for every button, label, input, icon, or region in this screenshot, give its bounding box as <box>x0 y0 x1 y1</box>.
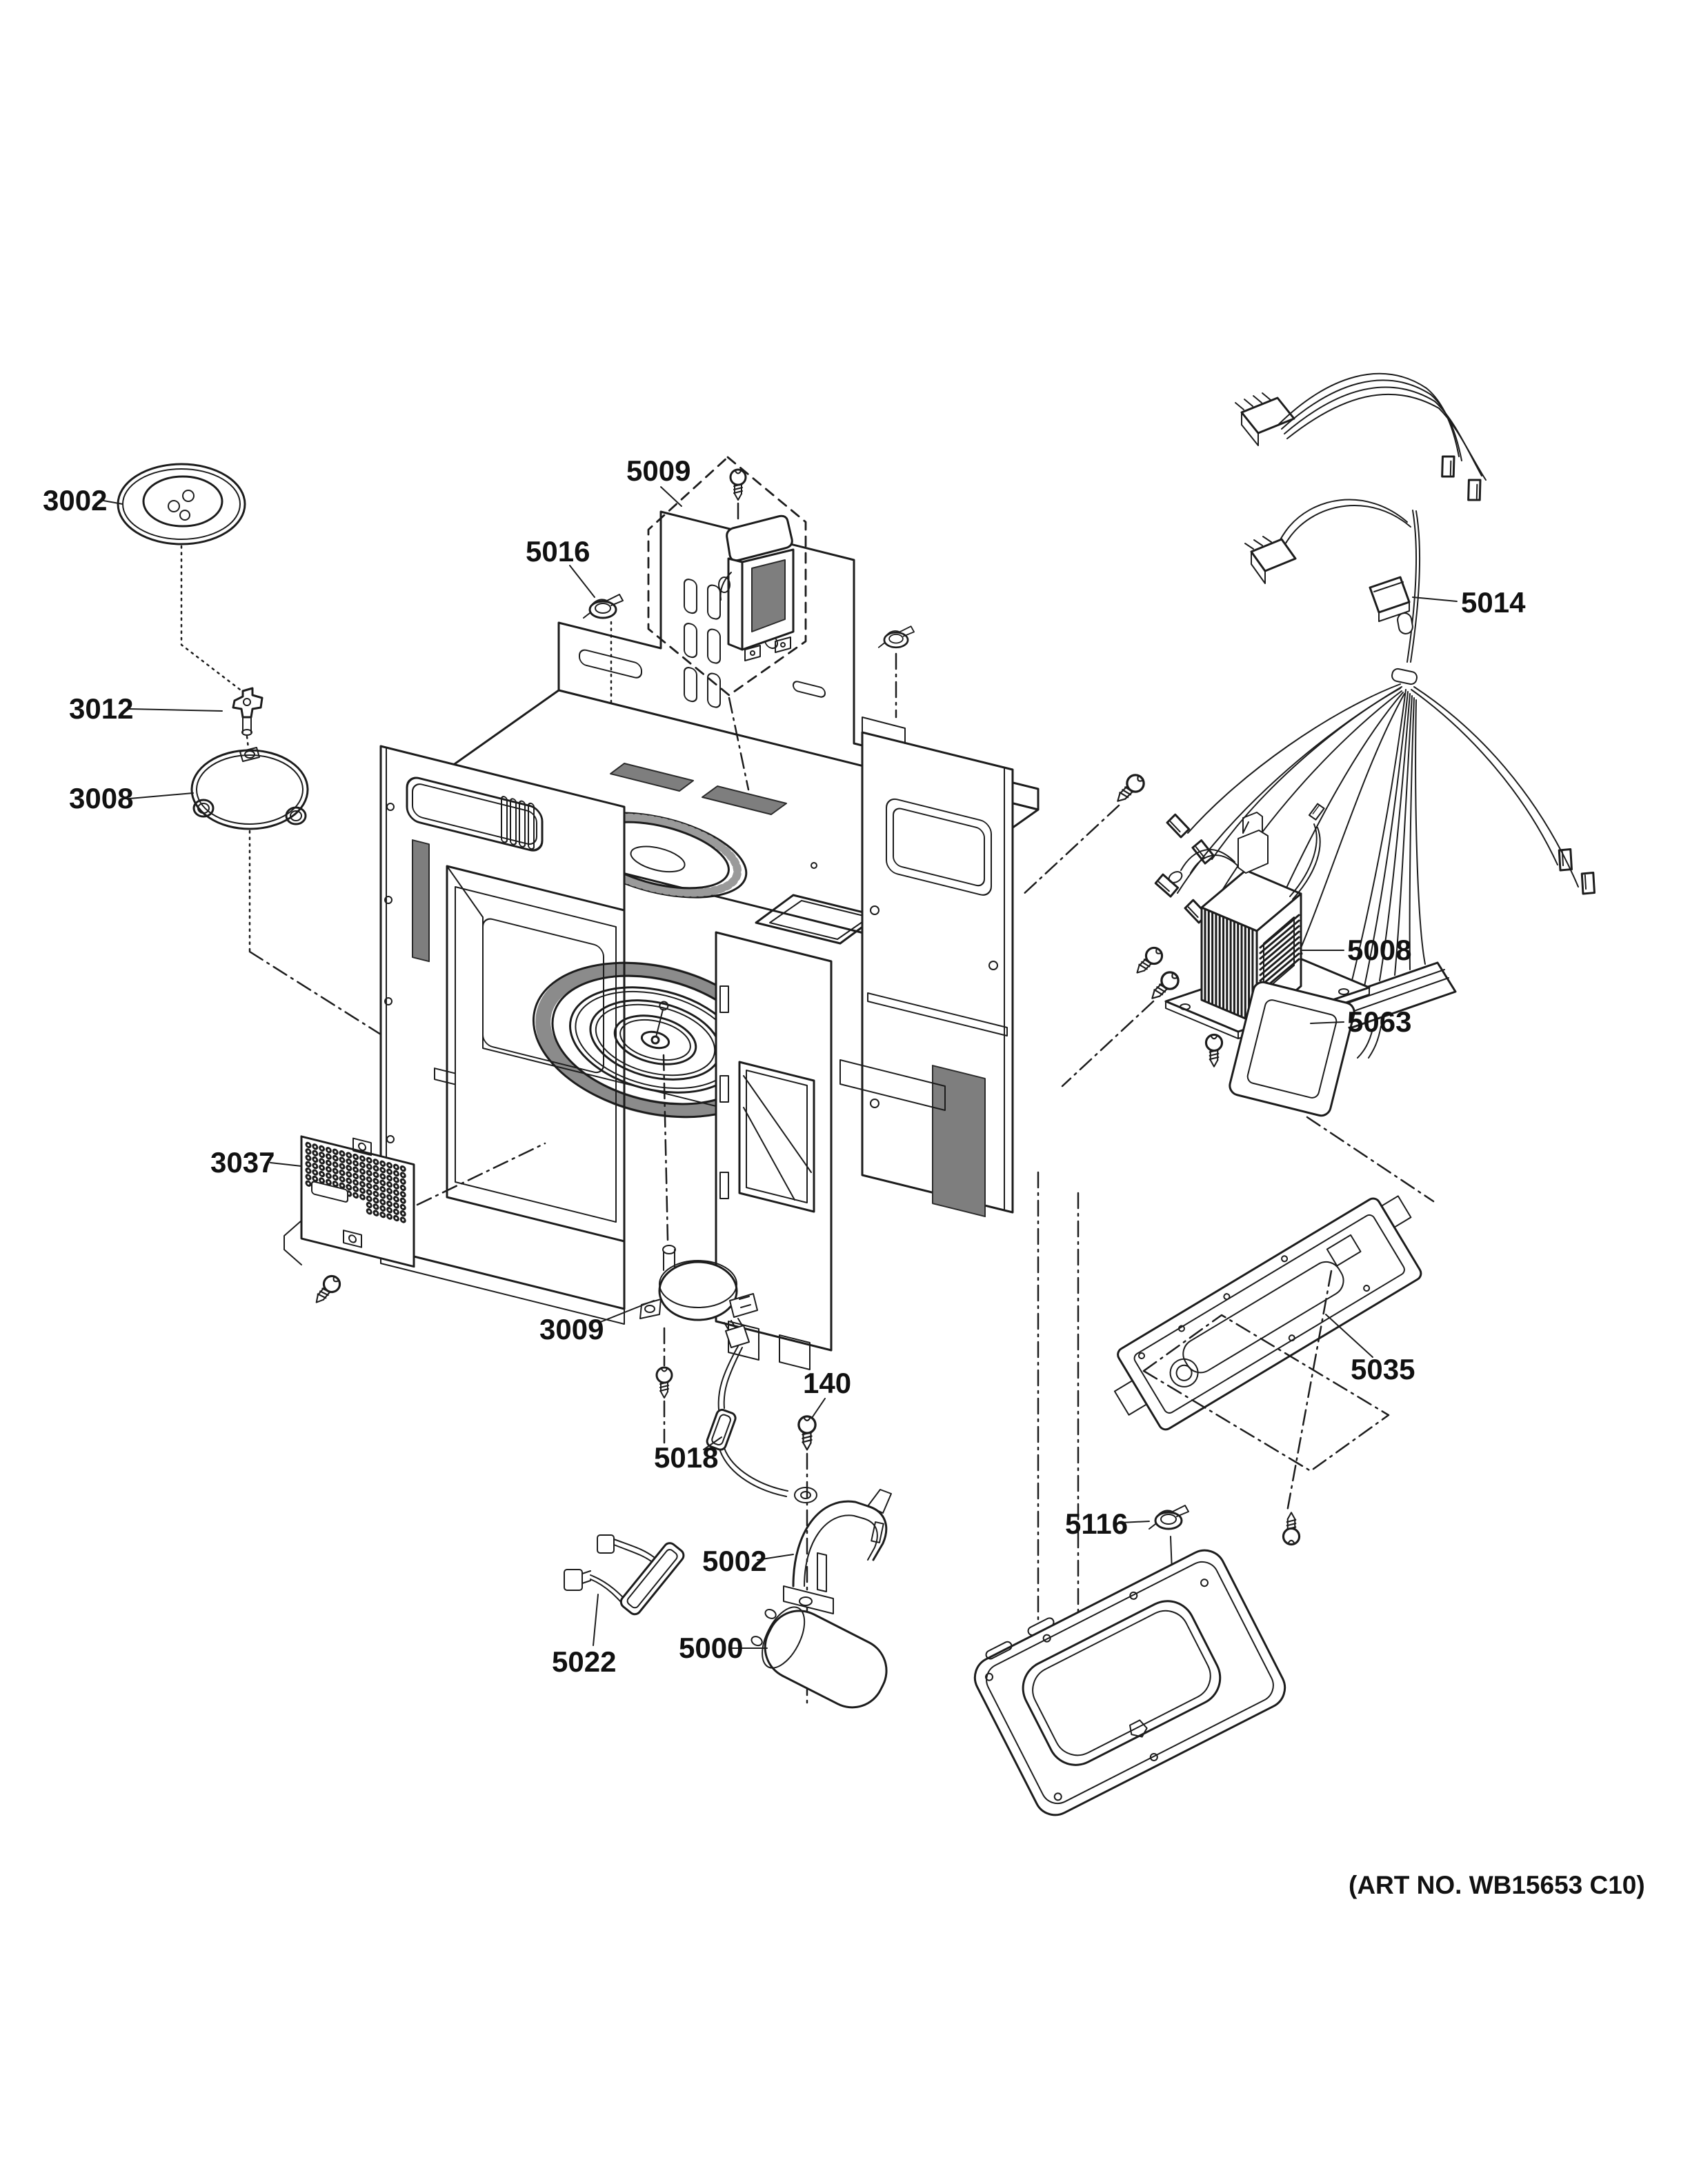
part-label-5016: 5016 <box>526 535 590 568</box>
part-label-3008: 3008 <box>69 782 133 814</box>
part-5009-assembly: 5009 <box>626 454 915 791</box>
part-label-3012: 3012 <box>69 692 133 725</box>
part-5116-clip: 5116 <box>1065 1504 1190 1590</box>
perforation-dots <box>305 1141 406 1223</box>
right-outer-wall <box>839 717 1014 1218</box>
grille-screw <box>309 1272 344 1309</box>
part-label-5000: 5000 <box>679 1632 743 1664</box>
part-label-5063: 5063 <box>1347 1005 1411 1038</box>
part-3002-turntable-tray: 3002 <box>43 463 246 691</box>
right-partition <box>715 931 833 1370</box>
part-5000-capacitor: 5000 <box>679 1606 888 1709</box>
transformer-screw-left <box>1130 943 1166 980</box>
part-label-5002: 5002 <box>702 1545 766 1577</box>
part-3009-turntable-motor: 3009 <box>539 1245 758 1444</box>
front-panel-details <box>406 777 544 1085</box>
art-number: (ART NO. WB15653 C10) <box>1349 1871 1645 1899</box>
part-5014-wire-harness: 5014 <box>1152 372 1604 1059</box>
monitor-clip <box>877 625 915 649</box>
part-label-3002: 3002 <box>43 484 107 517</box>
part-3037-vent-grille: 3037 <box>210 1135 546 1309</box>
part-label-5116: 5116 <box>1065 1507 1128 1540</box>
part-5035-base-duct: 5035 <box>1037 1171 1422 1794</box>
motor-screw <box>655 1366 673 1399</box>
part-label-5009: 5009 <box>626 454 690 487</box>
part-5063-gasket: 5063 <box>1229 981 1435 1203</box>
coil-windings <box>1259 914 1300 993</box>
base-screw <box>1282 1511 1301 1546</box>
bottom-tray <box>973 1549 1286 1816</box>
front-opening-flange <box>455 886 617 1223</box>
part-label-5018: 5018 <box>654 1441 718 1474</box>
part-5016-clip: 5016 <box>526 535 624 706</box>
transformer-screw-bottom <box>1204 1033 1224 1068</box>
part-5018-cable: 5018 <box>654 1318 817 1503</box>
part-label-5014: 5014 <box>1461 586 1526 619</box>
part-3012-coupler: 3012 <box>69 687 264 750</box>
cavity-assembly <box>379 510 1183 1370</box>
screw-right-top <box>1111 770 1149 808</box>
cavity-interior <box>446 865 717 1107</box>
part-label-140: 140 <box>803 1367 851 1399</box>
part-label-3009: 3009 <box>539 1313 604 1345</box>
part-label-5022: 5022 <box>552 1645 616 1678</box>
part-3008-roller-ring: 3008 <box>69 747 382 1036</box>
part-label-3037: 3037 <box>210 1146 275 1179</box>
part-label-5035: 5035 <box>1351 1353 1415 1385</box>
part-label-5008: 5008 <box>1347 934 1411 966</box>
part-5002-diode: 5002 <box>702 1489 892 1614</box>
part-5022-cable: 5022 <box>552 1534 685 1678</box>
front-panel <box>379 745 626 1310</box>
hv-unit <box>718 514 795 661</box>
